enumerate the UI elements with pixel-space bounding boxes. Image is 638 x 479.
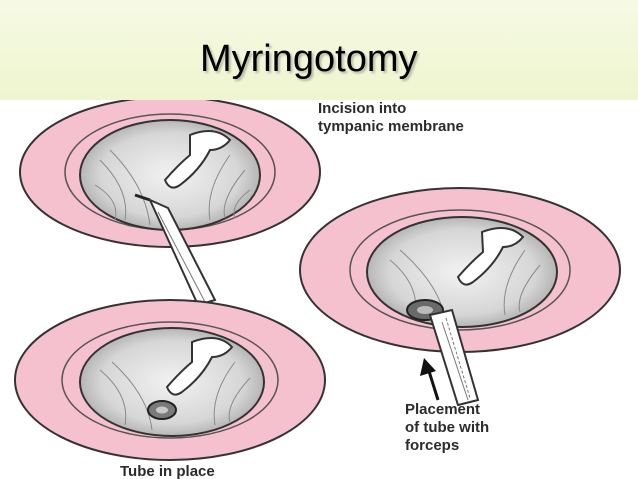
caption-placement-line1: Placement	[405, 401, 480, 418]
ear-panel-placement	[299, 187, 621, 407]
malleus	[163, 130, 232, 189]
slide-header	[0, 0, 638, 100]
incision-slit	[134, 193, 151, 202]
malleus	[165, 337, 234, 396]
caption-incision-line1: Incision into	[318, 100, 406, 117]
insertion-arrow	[420, 358, 440, 401]
ear-panel-incision	[19, 100, 321, 307]
malleus	[456, 227, 525, 286]
caption-tube-in-place: Tube in place	[120, 463, 215, 479]
caption-incision-line2: tympanic membrane	[318, 118, 464, 135]
myringotomy-illustration: Incision into tympanic membrane Placemen…	[14, 100, 621, 479]
ear-panel-tube-in-place	[14, 299, 326, 461]
myringotomy-knife	[147, 198, 217, 307]
caption-placement-line3: forceps	[405, 437, 459, 454]
slide-title: Myringotomy	[200, 38, 418, 80]
caption-placement-line2: of tube with	[405, 419, 489, 436]
ventilation-tube	[147, 400, 177, 420]
forceps	[428, 308, 480, 407]
